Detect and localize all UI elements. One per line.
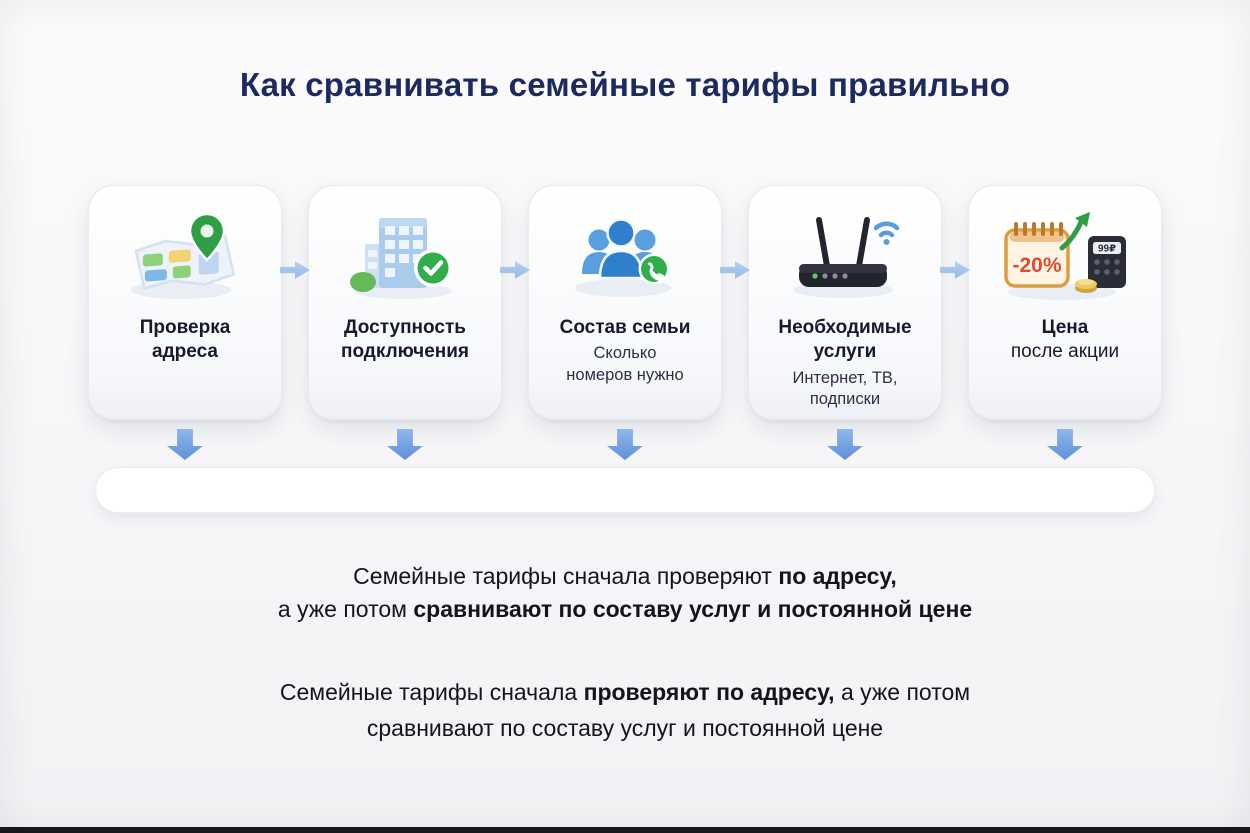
summary-text-secondary: Семейные тарифы сначала проверяют по адр… (0, 674, 1250, 746)
down-arrow-icon (1047, 429, 1083, 460)
router-wifi-icon (781, 202, 909, 310)
discount-badge-text: -20% (1012, 254, 1061, 277)
summary-text-primary: Семейные тарифы сначала проверяют по адр… (0, 560, 1250, 626)
down-arrow-icon (827, 429, 863, 460)
text-segment: сравнивают по составу услуг и постоянной… (366, 715, 884, 741)
down-arrow-icon (387, 429, 423, 460)
down-arrows-row (88, 429, 1162, 460)
text-segment-bold: сравнивают по составу услуг и постоянной… (413, 596, 973, 622)
step-title: Состав семьи (559, 317, 691, 338)
right-arrow-icon (280, 185, 310, 281)
step-title: Цена (1041, 317, 1089, 338)
calculator-price-text: 99₽ (1098, 244, 1116, 255)
step-subtitle: Сколько номеров нужно (566, 344, 684, 384)
step-subtitle: Интернет, ТВ, подписки (792, 368, 898, 409)
family-phone-icon (561, 202, 689, 310)
text-segment: а уже потом (834, 679, 971, 705)
bottom-edge-strip (0, 827, 1250, 833)
page-title-part2: семейные тарифы правильно (508, 66, 1011, 103)
text-segment: Семейные тарифы сначала (279, 679, 584, 705)
step-card-family: Состав семьи Сколько номеров нужно (528, 185, 722, 420)
step-title: Необходимые услуги (778, 317, 912, 363)
step-card-price: -20% 99₽ Цена после (968, 185, 1162, 420)
summary-bar (95, 467, 1155, 513)
building-check-icon (341, 202, 469, 310)
down-arrow-icon (607, 429, 643, 460)
text-segment: Семейные тарифы сначала проверяют (353, 563, 779, 589)
discount-calculator-icon: -20% 99₽ (998, 202, 1132, 310)
step-title: Проверка адреса (139, 317, 231, 363)
map-pin-icon (121, 202, 249, 310)
right-arrow-icon (720, 185, 750, 281)
step-card-availability: Доступность подключения (308, 185, 502, 420)
steps-row: Проверка адреса (88, 185, 1162, 420)
page-title: Как сравнивать семейные тарифы правильно (0, 66, 1250, 104)
right-arrow-icon (500, 185, 530, 281)
text-segment-bold: проверяют по адресу, (583, 679, 835, 705)
step-title: Доступность подключения (340, 317, 470, 363)
down-arrow-icon (167, 429, 203, 460)
step-title-secondary: после акции (1010, 341, 1120, 363)
step-card-address-check: Проверка адреса (88, 185, 282, 420)
page-title-part1: Как сравнивать (239, 66, 509, 103)
right-arrow-icon (940, 185, 970, 281)
text-segment-bold: по адресу, (778, 563, 897, 589)
step-card-services: Необходимые услуги Интернет, ТВ, подписк… (748, 185, 942, 420)
text-segment: а уже потом (277, 596, 414, 622)
